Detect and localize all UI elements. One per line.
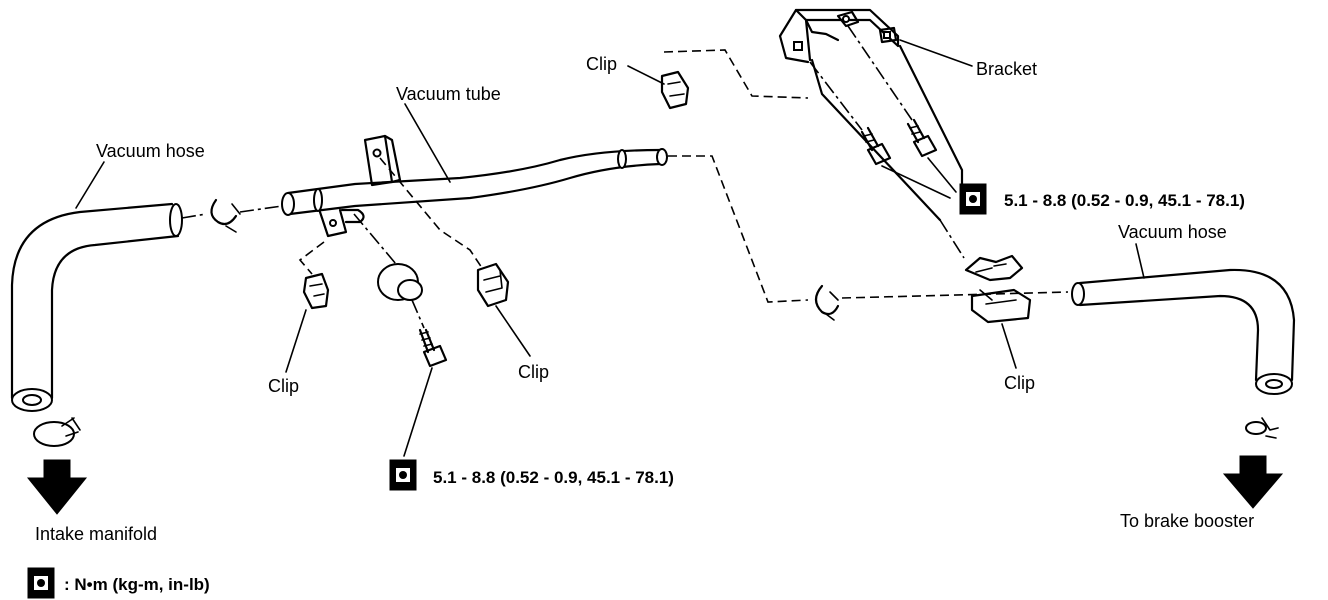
arrow-down-icon: [1222, 455, 1284, 509]
intake-manifold-label: Intake manifold: [35, 524, 157, 544]
clip-left-label: Clip: [268, 376, 299, 396]
bracket-part: [778, 8, 964, 222]
clip-center-part: [476, 262, 510, 308]
clip-top-part: [660, 70, 690, 110]
vacuum-hose-right-leader: [1135, 243, 1145, 279]
torque-value-tube-bolt: 5.1 - 8.8 (0.52 - 0.9, 45.1 - 78.1): [433, 468, 674, 487]
vacuum-hose-right-label: Vacuum hose: [1118, 222, 1227, 242]
grommet-part: [377, 263, 423, 301]
torque-wrench-icon: [27, 567, 55, 599]
tube-clamp-center-icon: [814, 284, 840, 321]
clip-right-part: [964, 254, 1032, 324]
torque-wrench-icon: [389, 459, 417, 491]
tube-bolt-part: [418, 328, 448, 368]
clip-center-label: Clip: [518, 362, 549, 382]
vacuum-hose-left-label: Vacuum hose: [96, 141, 205, 161]
bracket-bolt-1-part: [860, 126, 892, 166]
left-hose-clamp-icon: [33, 417, 81, 447]
vacuum-tube-label: Vacuum tube: [396, 84, 501, 104]
bracket-bolt-2-part: [906, 118, 938, 158]
arrow-down-icon: [26, 459, 88, 515]
brake-booster-label: To brake booster: [1120, 511, 1254, 531]
left-vacuum-hose: [10, 202, 183, 412]
torque-wrench-icon: [959, 183, 987, 215]
right-hose-clamp-icon: [1245, 417, 1279, 439]
bracket-label: Bracket: [976, 59, 1037, 79]
clip-right-label: Clip: [1004, 373, 1035, 393]
vacuum-tube-leader: [404, 103, 451, 183]
torque-value-bracket-bolts: 5.1 - 8.8 (0.52 - 0.9, 45.1 - 78.1): [1004, 191, 1245, 210]
right-vacuum-hose: [1071, 268, 1296, 395]
legend-unit-text: : N•m (kg-m, in-lb): [64, 575, 210, 594]
tube-clamp-left-icon: [210, 198, 241, 233]
vacuum-hose-left-leader: [75, 161, 105, 209]
vacuum-tube: [281, 148, 668, 216]
clip-left-part: [302, 272, 330, 310]
clip-top-label: Clip: [586, 54, 617, 74]
